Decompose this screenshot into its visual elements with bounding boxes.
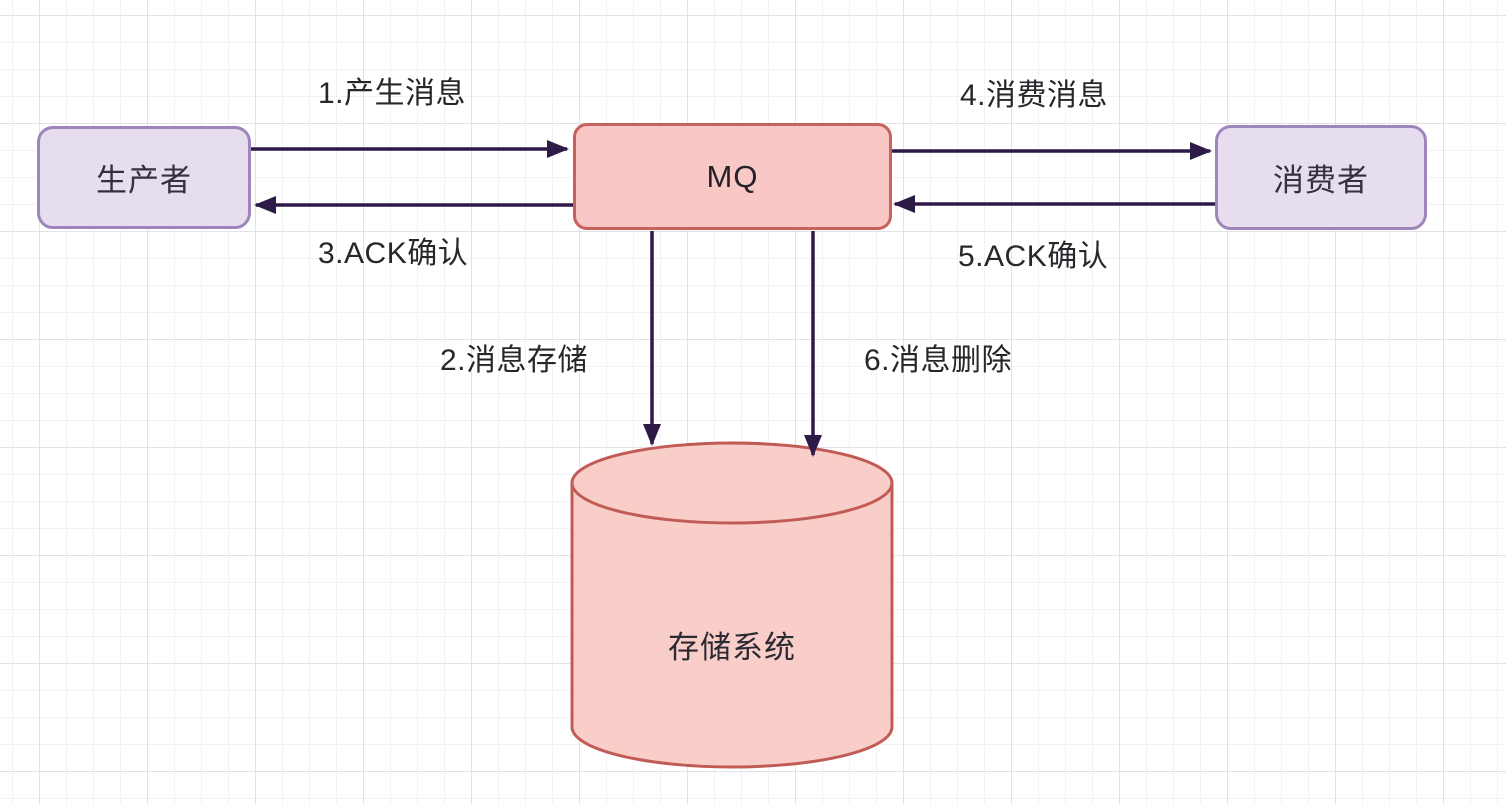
edge-ack-mq-label: 5.ACK确认 — [958, 240, 1109, 273]
node-consumer-label: 消费者 — [1273, 163, 1369, 198]
edge-store-label: 2.消息存储 — [440, 344, 589, 377]
node-producer-label: 生产者 — [96, 163, 192, 198]
edge-consume-label: 4.消费消息 — [960, 79, 1109, 112]
edge-delete-label: 6.消息删除 — [864, 344, 1013, 377]
node-consumer: 消费者 — [1215, 125, 1427, 230]
node-mq-label: MQ — [706, 158, 759, 194]
edge-produce-label: 1.产生消息 — [318, 77, 467, 110]
edge-ack-producer-label: 3.ACK确认 — [318, 237, 469, 270]
storage-cylinder-shape — [570, 441, 894, 769]
node-producer: 生产者 — [37, 126, 251, 229]
node-mq: MQ — [573, 123, 892, 230]
node-storage-label: 存储系统 — [668, 630, 796, 665]
